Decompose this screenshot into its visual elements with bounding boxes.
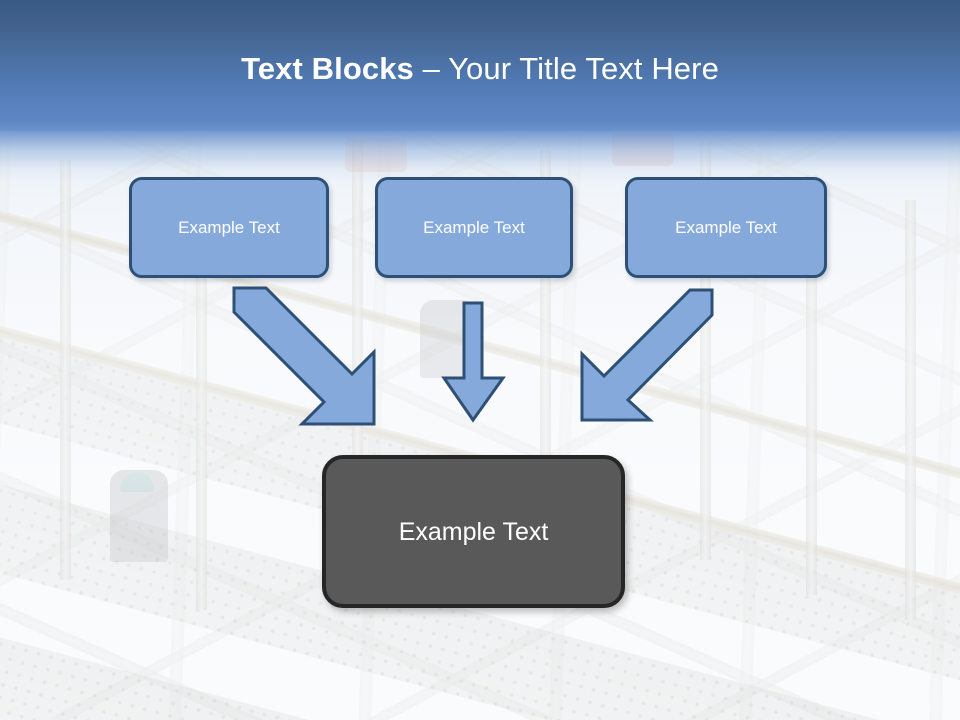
- text-block-3[interactable]: Example Text: [625, 177, 827, 278]
- page-title-separator: –: [413, 51, 449, 86]
- text-block-2-label: Example Text: [423, 217, 525, 237]
- text-block-1[interactable]: Example Text: [129, 177, 329, 278]
- page-title: Text Blocks – Your Title Text Here: [0, 50, 960, 88]
- text-block-3-label: Example Text: [675, 217, 777, 237]
- text-block-2[interactable]: Example Text: [375, 177, 573, 278]
- page-title-bold: Text Blocks: [241, 51, 414, 86]
- title-banner: [0, 0, 960, 131]
- page-title-regular: Your Title Text Here: [448, 51, 719, 86]
- title-banner-fade: [0, 131, 960, 183]
- text-block-1-label: Example Text: [178, 217, 280, 237]
- result-text-block-label: Example Text: [398, 517, 549, 546]
- result-text-block[interactable]: Example Text: [322, 455, 625, 608]
